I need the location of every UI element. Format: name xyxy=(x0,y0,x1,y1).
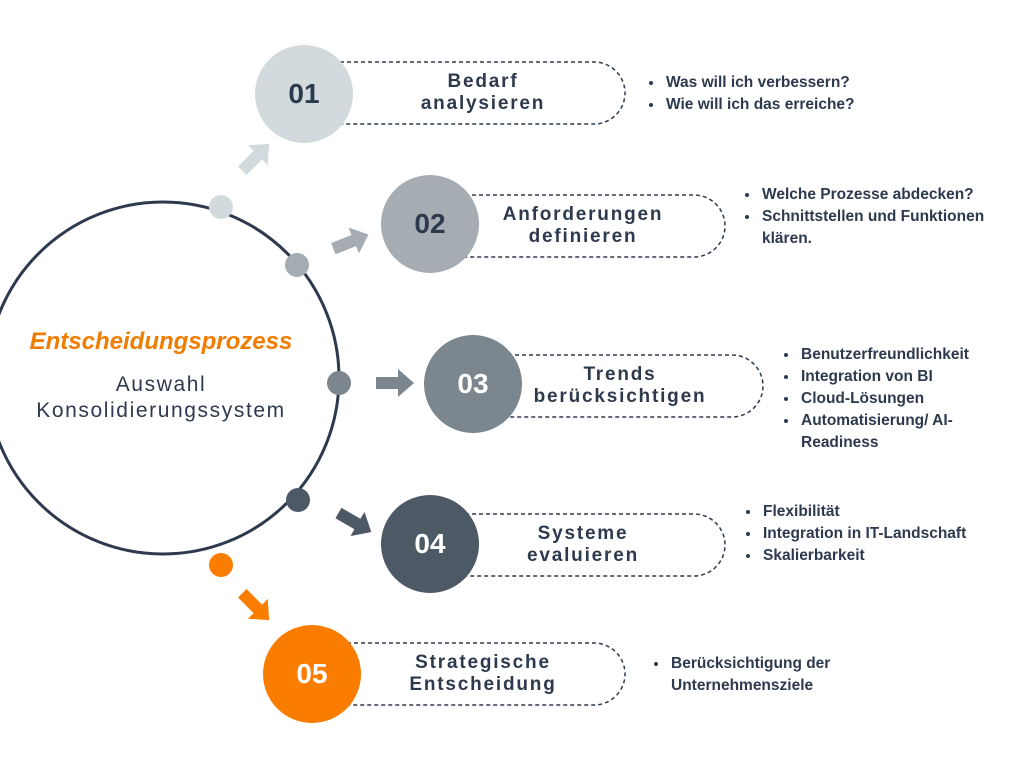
number-circle-step-5 xyxy=(263,625,361,723)
pill-step-1 xyxy=(305,61,626,125)
bullet-item: Cloud-Lösungen xyxy=(799,388,1014,410)
dot-step-3 xyxy=(327,371,351,395)
number-circle-step-2 xyxy=(381,175,479,273)
number-circle-step-4 xyxy=(381,495,479,593)
bullet-list-step-5: Berücksichtigung der Unternehmensziele xyxy=(649,653,889,697)
center-title-line-2: Konsolidierungssystem xyxy=(36,399,286,422)
step-label-4: Systeme evaluieren xyxy=(478,523,688,567)
bullet-item: Benutzerfreundlichkeit xyxy=(799,344,1014,366)
step-label-3-line-1: Trends xyxy=(583,364,657,385)
arrow-step-4 xyxy=(335,507,372,537)
step-label-1-line-1: Bedarf xyxy=(447,71,519,92)
arrow-step-3 xyxy=(376,369,414,397)
arrow-step-2 xyxy=(331,227,369,255)
dot-step-4 xyxy=(286,488,310,512)
step-label-1-line-2: analysieren xyxy=(420,93,546,114)
bullet-list-step-1: Was will ich verbessern? Wie will ich da… xyxy=(644,72,914,116)
step-number-2: 02 xyxy=(414,208,446,239)
center-title-line-1: Auswahl xyxy=(115,373,207,396)
step-number-3: 03 xyxy=(457,368,489,399)
step-number-5: 05 xyxy=(296,658,328,689)
bullet-item: Skalierbarkeit xyxy=(761,545,1024,567)
step-label-5: Strategische Entscheidung xyxy=(378,652,588,696)
dot-step-2 xyxy=(285,253,309,277)
step-label-4-line-1: Systeme xyxy=(537,523,629,544)
pill-step-2 xyxy=(430,194,726,258)
center-subtitle: Entscheidungsprozess xyxy=(29,328,293,355)
dot-step-5 xyxy=(209,553,233,577)
center-title: Auswahl Konsolidierungssystem xyxy=(0,372,322,424)
bullet-item: Wie will ich das erreiche? xyxy=(664,94,914,116)
step-label-2: Anforderungen definieren xyxy=(478,204,688,248)
step-number-4: 04 xyxy=(414,528,446,559)
step-number-1: 01 xyxy=(288,78,320,109)
step-label-2-line-2: definieren xyxy=(528,226,638,247)
arrow-step-1 xyxy=(238,143,270,175)
bullet-item: Flexibilität xyxy=(761,501,1024,523)
step-label-3: Trends berücksichtigen xyxy=(515,364,725,408)
step-label-1: Bedarf analysieren xyxy=(378,71,588,115)
step-label-2-line-1: Anforderungen xyxy=(502,204,664,225)
bullet-list-step-3: Benutzerfreundlichkeit Integration von B… xyxy=(779,344,1014,454)
number-circle-step-3 xyxy=(424,335,522,433)
bullet-item: Automatisierung/ AI-Readiness xyxy=(799,410,1014,454)
pill-step-3 xyxy=(473,354,764,418)
bullet-list-step-4: Flexibilität Integration in IT-Landschaf… xyxy=(741,501,1024,567)
bullet-item: Berücksichtigung der Unternehmensziele xyxy=(669,653,889,697)
step-label-3-line-2: berücksichtigen xyxy=(533,386,707,407)
step-label-5-line-1: Strategische xyxy=(415,652,551,673)
bullet-item: Welche Prozesse abdecken? xyxy=(760,184,1020,206)
pill-step-5 xyxy=(312,642,626,706)
arrow-step-5 xyxy=(238,589,270,621)
bullet-list-step-2: Welche Prozesse abdecken? Schnittstellen… xyxy=(740,184,1020,250)
bullet-item: Integration in IT-Landschaft xyxy=(761,523,1024,545)
step-label-4-line-2: evaluieren xyxy=(527,545,639,566)
number-circle-step-1 xyxy=(255,45,353,143)
step-label-5-line-2: Entscheidung xyxy=(409,674,557,695)
bullet-item: Schnittstellen und Funktionen klären. xyxy=(760,206,1020,250)
dot-step-1 xyxy=(209,195,233,219)
bullet-item: Was will ich verbessern? xyxy=(664,72,914,94)
bullet-item: Integration von BI xyxy=(799,366,1014,388)
pill-step-4 xyxy=(430,513,726,577)
